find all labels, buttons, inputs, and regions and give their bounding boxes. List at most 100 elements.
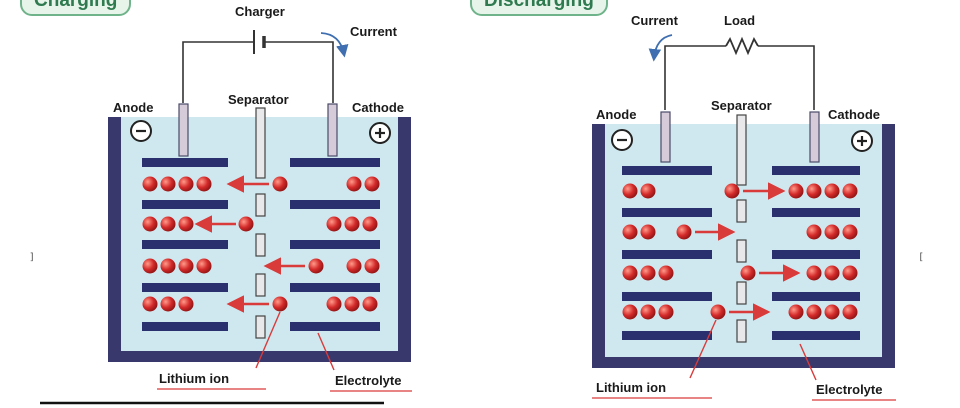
left-cathode-ion	[364, 176, 380, 192]
right-cathode-terminal	[809, 111, 820, 163]
left-electrolyte-label: Electrolyte	[335, 373, 402, 388]
left-cathode-ion	[326, 216, 342, 232]
left-cathode-plate	[290, 240, 380, 249]
left-anode-ion	[178, 176, 194, 192]
right-cathode-ion	[842, 183, 858, 199]
left-anode-plate	[142, 158, 228, 167]
right-anode-plate	[622, 208, 712, 217]
right-cathode-ion	[824, 224, 840, 240]
left-anode-ion	[160, 176, 176, 192]
right-moving-ion	[676, 224, 692, 240]
left-current-label: Current	[350, 24, 397, 39]
left-anode-plate	[142, 200, 228, 209]
left-moving-ion	[308, 258, 324, 274]
right-electrolyte-label: Electrolyte	[816, 382, 883, 397]
right-ion-callout	[689, 319, 717, 379]
right-cathode-ion	[824, 183, 840, 199]
left-cathode-ion	[346, 258, 362, 274]
left-cathode-ion	[346, 176, 362, 192]
left-separator-segment	[255, 315, 266, 339]
left-anode-ion	[178, 216, 194, 232]
right-separator-segment	[736, 319, 747, 343]
right-anode-ion	[622, 265, 638, 281]
right-moving-ion	[740, 265, 756, 281]
left-anode-terminal	[178, 103, 189, 157]
left-anode-ion	[178, 296, 194, 312]
left-cathode-plate	[290, 283, 380, 292]
right-cathode-label: Cathode	[828, 107, 880, 122]
right-cathode-ion	[788, 183, 804, 199]
right-separator	[736, 114, 747, 186]
right-anode-ion	[622, 304, 638, 320]
left-separator-segment	[255, 193, 266, 217]
right-cathode-ion	[806, 265, 822, 281]
right-anode-ion	[640, 183, 656, 199]
right-cathode-plate	[772, 250, 860, 259]
left-ion-callout	[255, 311, 281, 369]
left-current-arrow	[320, 32, 349, 58]
right-anode-label: Anode	[596, 107, 637, 122]
left-anode-label: Anode	[113, 100, 154, 115]
left-anode-ion	[142, 258, 158, 274]
right-wire	[664, 45, 726, 110]
charging-mode-badge: Charging	[20, 0, 132, 16]
left-electrolyte-callout	[317, 332, 335, 371]
left-cathode-ion	[362, 296, 378, 312]
left-anode-ion	[178, 258, 194, 274]
right-anode-plate	[622, 166, 712, 175]
right-anode-ion	[640, 265, 656, 281]
right-anode-plate	[622, 331, 712, 340]
left-separator	[255, 107, 266, 179]
right-anode-ion	[640, 224, 656, 240]
left-anode-plate	[142, 240, 228, 249]
right-edge-mark: [	[918, 252, 925, 263]
right-lithium-ion-label: Lithium ion	[596, 380, 667, 395]
left-cathode-terminal	[327, 103, 338, 157]
left-anode-ion	[142, 216, 158, 232]
load-label: Load	[724, 13, 756, 28]
left-lithium-ion-label: Lithium ion	[159, 371, 230, 386]
right-anode-plate	[622, 292, 712, 301]
right-current-arrow	[648, 34, 673, 62]
right-separator-segment	[736, 281, 747, 305]
discharging-mode-badge: Discharging	[470, 0, 608, 16]
left-anode-ion	[142, 296, 158, 312]
right-moving-ion	[724, 183, 740, 199]
left-wire	[182, 41, 254, 103]
left-cathode-plate	[290, 322, 380, 331]
left-moving-ion	[238, 216, 254, 232]
right-separator-label: Separator	[711, 98, 772, 113]
right-anode-ion	[658, 304, 674, 320]
left-cathode-ion	[344, 216, 360, 232]
right-cathode-ion	[788, 304, 804, 320]
left-separator-segment	[255, 273, 266, 297]
left-anode-ion	[196, 176, 212, 192]
charger-label: Charger	[235, 4, 285, 19]
left-cathode-label: Cathode	[352, 100, 404, 115]
left-anode-ion	[160, 296, 176, 312]
left-anode-ion	[142, 176, 158, 192]
left-cathode-ion	[344, 296, 360, 312]
left-anode-plate	[142, 322, 228, 331]
right-wire	[758, 45, 815, 110]
left-cathode-ion	[326, 296, 342, 312]
left-anode-plate	[142, 283, 228, 292]
left-cathode-plate	[290, 200, 380, 209]
right-cathode-ion	[842, 304, 858, 320]
right-anode-plate	[622, 250, 712, 259]
left-cathode-plate	[290, 158, 380, 167]
right-electrolyte-callout	[799, 343, 817, 381]
right-cathode-ion	[806, 224, 822, 240]
left-moving-ion	[272, 296, 288, 312]
right-anode-ion	[622, 224, 638, 240]
left-separator-label: Separator	[228, 92, 289, 107]
right-current-label: Current	[631, 13, 678, 28]
right-cathode-ion	[806, 183, 822, 199]
left-cathode-ion	[364, 258, 380, 274]
left-anode-ion	[160, 258, 176, 274]
right-anode-ion	[658, 265, 674, 281]
right-separator-segment	[736, 239, 747, 263]
right-anode-ion	[622, 183, 638, 199]
left-anode-ion	[160, 216, 176, 232]
